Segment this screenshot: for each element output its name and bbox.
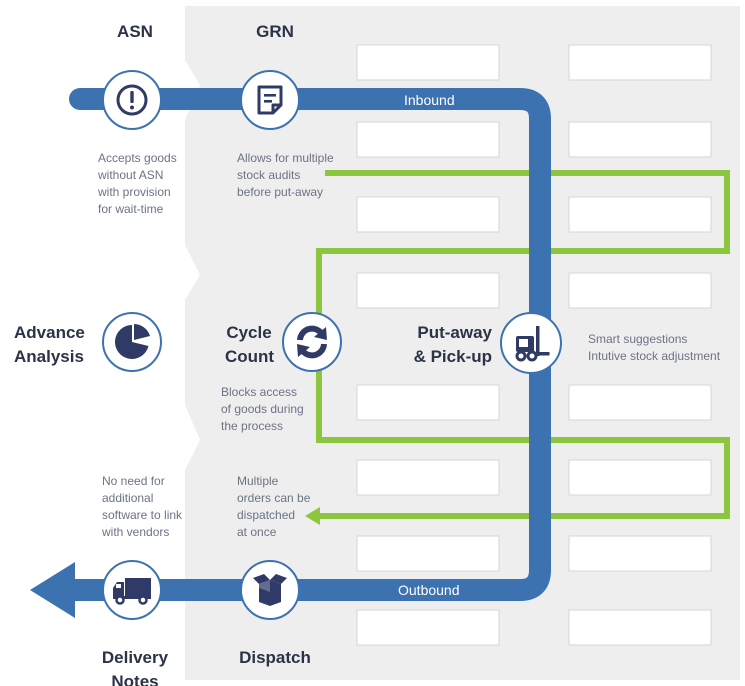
dispatch-desc-line: Multiple (237, 474, 279, 488)
inbound-label: Inbound (404, 92, 455, 108)
delivery-notes-label: Delivery Notes (97, 646, 173, 686)
asn-node (102, 70, 162, 130)
delivery-notes-line: Delivery (101, 648, 169, 667)
grn-header: GRN (256, 22, 294, 41)
storage-slots-right (568, 44, 712, 646)
sync-icon (297, 325, 327, 359)
asn-description: Accepts goods without ASN with provision… (98, 150, 177, 218)
dispatch-label: Dispatch (239, 648, 311, 667)
storage-slots-left (356, 44, 500, 646)
grn-node (240, 70, 300, 130)
dispatch-desc-line: at once (237, 525, 277, 539)
delivery-notes-line: Notes (111, 672, 159, 686)
dispatch-description: Multiple orders can be dispatched at onc… (237, 473, 310, 541)
asn-desc-line: Accepts goods (98, 151, 177, 165)
putaway-line: & Pick-up (413, 347, 492, 366)
delivery-description: No need for additional software to link … (102, 473, 182, 541)
pie-chart-icon (114, 324, 150, 359)
asn-desc-line: with provision (98, 185, 171, 199)
asn-header: ASN (117, 22, 153, 41)
document-icon (257, 85, 283, 115)
cycle-count-line: Count (225, 347, 275, 366)
delivery-desc-line: software to link (102, 508, 183, 522)
putaway-description: Smart suggestions Intutive stock adjustm… (588, 331, 720, 365)
cycle-desc-line: of goods during (221, 402, 304, 416)
advance-analysis-line: Analysis (14, 347, 84, 366)
cycle-desc-line: the process (221, 419, 284, 433)
outbound-arrowhead (30, 562, 75, 618)
asn-desc-line: for wait-time (98, 202, 164, 216)
delivery-desc-line: with vendors (102, 525, 170, 539)
outbound-label: Outbound (398, 582, 460, 598)
delivery-desc-line: No need for (102, 474, 165, 488)
grn-description: Allows for multiple stock audits before … (237, 150, 334, 201)
dispatch-desc-line: orders can be (237, 491, 311, 505)
putaway-desc-line: Smart suggestions (588, 332, 688, 346)
delivery-notes-node (102, 560, 162, 620)
putaway-node (500, 312, 562, 374)
cycle-count-label: Cycle Count (225, 321, 275, 369)
cycle-desc-line: Blocks access (221, 385, 298, 399)
delivery-desc-line: additional (102, 491, 154, 505)
advance-analysis-line: Advance (14, 323, 85, 342)
asn-desc-line: without ASN (98, 168, 164, 182)
grn-desc-line: Allows for multiple (237, 151, 334, 165)
putaway-desc-line: Intutive stock adjustment (588, 349, 721, 363)
exclamation-icon (116, 84, 148, 116)
cycle-count-description: Blocks access of goods during the proces… (221, 384, 304, 435)
truck-icon (113, 578, 151, 605)
putaway-label: Put-away & Pick-up (408, 321, 492, 369)
advance-analysis-label: Advance Analysis (14, 321, 85, 369)
grn-desc-line: before put-away (237, 185, 324, 199)
cycle-count-arrowhead (305, 507, 320, 525)
dispatch-desc-line: dispatched (237, 508, 296, 522)
forklift-icon (515, 326, 550, 362)
grn-desc-line: stock audits (237, 168, 301, 182)
cycle-count-line: Cycle (226, 323, 272, 342)
cycle-count-node (282, 312, 342, 372)
putaway-line: Put-away (417, 323, 492, 342)
dispatch-node (240, 560, 300, 620)
box-icon (253, 574, 287, 606)
advance-analysis-node (102, 312, 162, 372)
